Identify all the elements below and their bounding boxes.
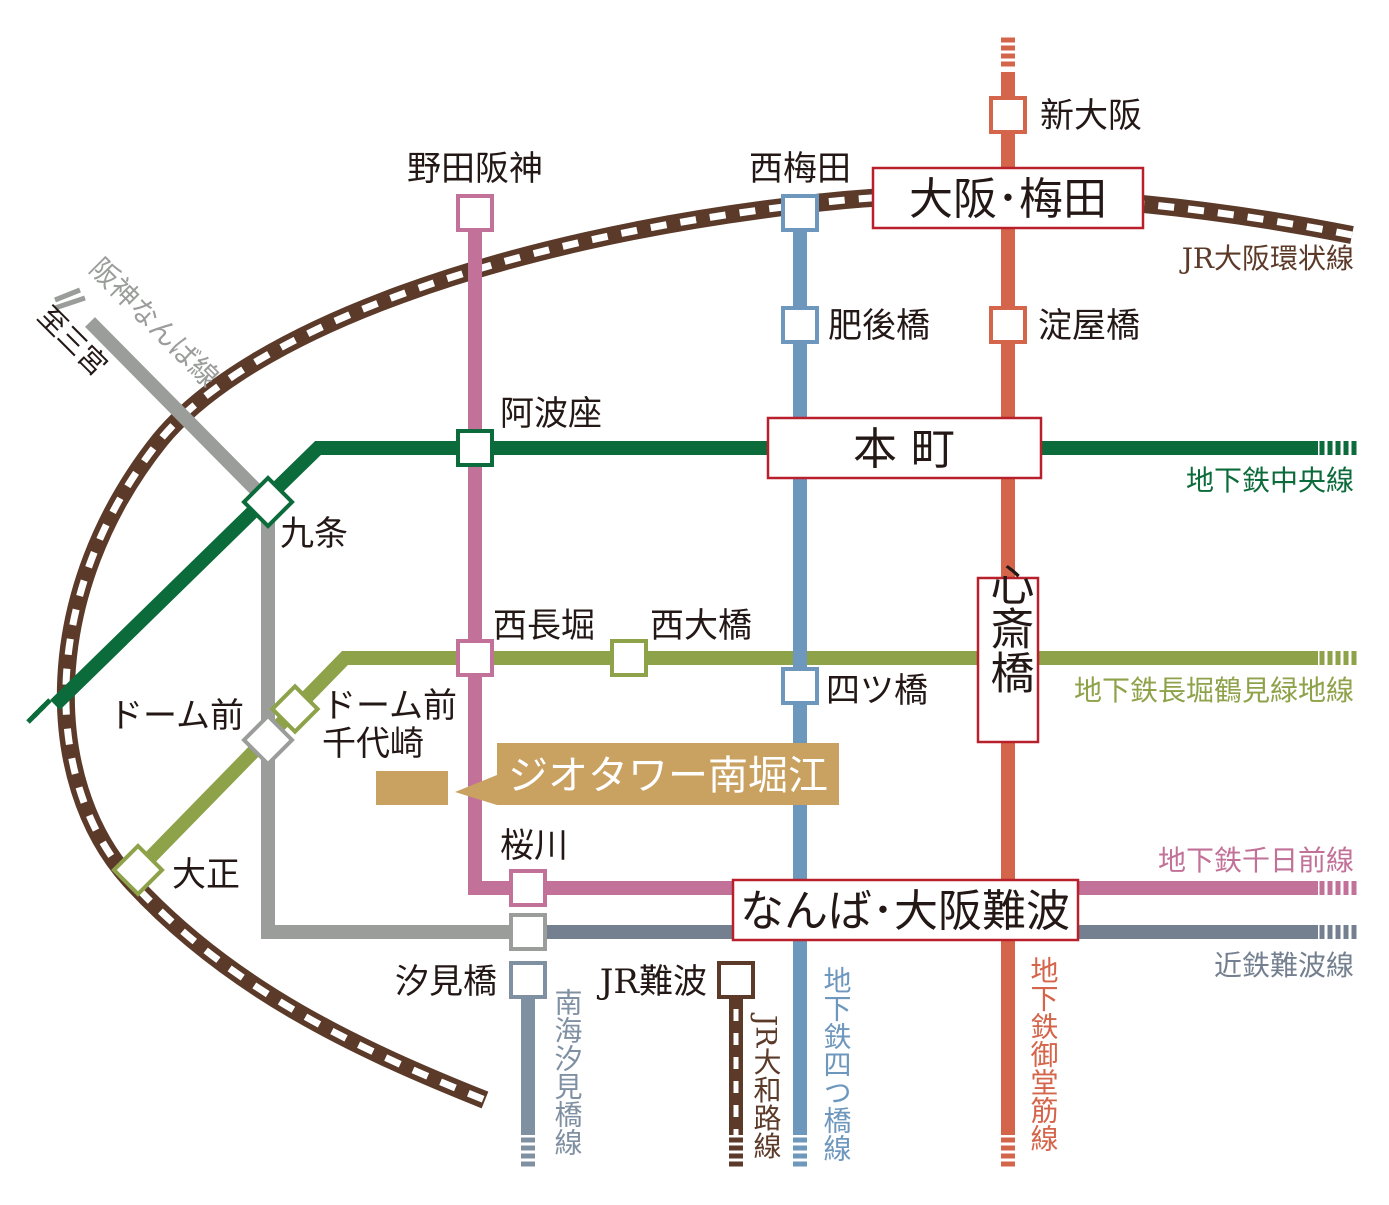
station-taisho: 大正 [172, 855, 240, 895]
station-awaza: 阿波座 [500, 394, 602, 434]
station-marker-shin-osaka [989, 96, 1027, 134]
jr-yamatoji-line [729, 985, 743, 1167]
station-marker-yodoyabashi [989, 306, 1027, 344]
station-hommachi: 本 町 [853, 424, 955, 475]
station-marker-awaza [456, 429, 494, 467]
station-labels: 新大阪 野田阪神 西梅田 肥後橋 淀屋橋 阿波座 九条 西長堀 西大橋 四ツ橋 … [109, 96, 1142, 1002]
station-noda-hanshin: 野田阪神 [407, 149, 543, 189]
station-marker-higobashi [781, 306, 819, 344]
shinsaibashi-box: 心斎橋 [976, 562, 1040, 744]
line-label-jr-loop: JR大阪環状線 [1179, 242, 1354, 275]
station-shin-osaka: 新大阪 [1040, 96, 1142, 136]
station-marker-nishi-umeda [781, 194, 819, 232]
line-label-chuo: 地下鉄中央線 [1186, 464, 1354, 497]
station-osaka-umeda: 大阪･梅田 [909, 174, 1107, 225]
property-location-block [376, 771, 448, 805]
osaka-umeda-box: 大阪･梅田 [871, 166, 1145, 230]
line-label-midosuji: 地下鉄御堂筋線 [1027, 956, 1060, 1152]
line-label-jr-yamatoji: JR大和路線 [750, 1012, 783, 1159]
line-label-sennichimae: 地下鉄千日前線 [1158, 844, 1354, 877]
line-label-nankai: 南海汐見橋線 [551, 988, 584, 1156]
station-marker-yotsubashi [781, 667, 819, 705]
line-label-yotsubashi: 地下鉄四つ橋線 [820, 966, 853, 1162]
station-dome-mae-chiyozaki-1: ドーム前 [322, 686, 457, 726]
namba-box: なんば･大阪難波 [731, 878, 1080, 942]
station-marker-dome-mae [241, 713, 295, 767]
station-higobashi: 肥後橋 [828, 306, 930, 346]
station-marker-taisho [111, 843, 165, 897]
station-marker-jr-namba [717, 961, 755, 999]
line-labels: JR大阪環状線 地下鉄中央線 地下鉄長堀鶴見緑地線 地下鉄千日前線 近鉄難波線 [1074, 242, 1354, 982]
station-yodoyabashi: 淀屋橋 [1038, 306, 1140, 346]
line-label-hanshin-namba: 阪神なんば線 [83, 252, 225, 394]
station-marker-shiomibashi [509, 961, 547, 999]
hommachi-box: 本 町 [766, 416, 1043, 480]
station-marker-sakuragawa [509, 869, 547, 907]
property-marker: ジオタワー南堀江 [376, 743, 839, 805]
jr-loop-line [56, 186, 1354, 1109]
hanshin-label-group: 阪神なんば線 [83, 252, 225, 394]
vertical-line-labels: 南海汐見橋線 JR大和路線 地下鉄四つ橋線 地下鉄御堂筋線 [551, 956, 1060, 1162]
station-jr-namba: JR難波 [597, 962, 707, 1002]
station-shinsaibashi: 心斎橋 [983, 562, 1034, 694]
station-nishi-umeda: 西梅田 [749, 149, 851, 189]
station-nishi-ohashi: 西大橋 [650, 606, 752, 646]
station-dome-mae: ドーム前 [109, 696, 244, 736]
station-shiomibashi: 汐見橋 [395, 962, 497, 1002]
hanshin-namba-line [54, 287, 530, 939]
station-marker-sakuragawa-hanshin [509, 913, 547, 951]
station-marker-dome-mae-chiyozaki [269, 683, 321, 735]
station-namba: なんば･大阪難波 [740, 886, 1070, 937]
station-kujo: 九条 [280, 514, 348, 554]
station-yotsubashi: 四ツ橋 [826, 671, 928, 711]
station-marker-nishi-nagahori [456, 639, 494, 677]
line-label-nagahori: 地下鉄長堀鶴見緑地線 [1074, 674, 1354, 707]
station-marker-kujo [241, 475, 295, 529]
station-dome-mae-chiyozaki-2: 千代崎 [322, 724, 424, 764]
line-label-kintetsu: 近鉄難波線 [1214, 949, 1354, 982]
station-sakuragawa: 桜川 [500, 826, 568, 866]
station-nishi-nagahori: 西長堀 [493, 606, 595, 646]
station-marker-nishi-ohashi [610, 639, 648, 677]
station-marker-noda-hanshin [456, 194, 494, 232]
property-name: ジオタワー南堀江 [508, 753, 828, 799]
nankai-line [521, 980, 535, 1167]
station-markers [111, 96, 1027, 999]
